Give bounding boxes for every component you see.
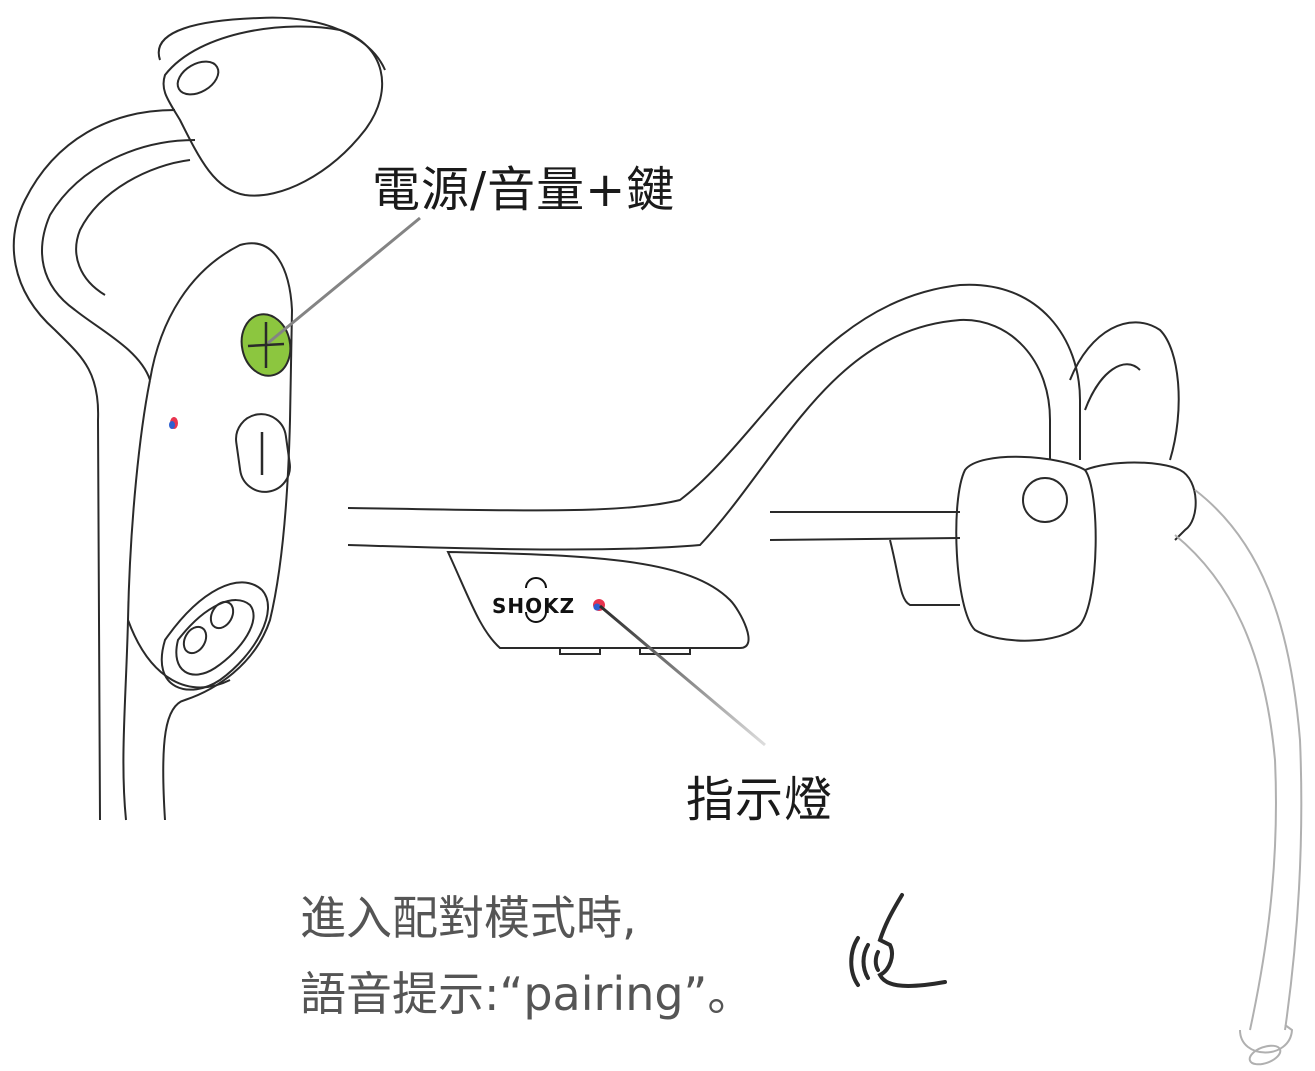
pairing-description: 進入配對模式時, 語音提示:“pairing”。 bbox=[300, 880, 753, 1032]
power-volume-plus-button bbox=[240, 313, 292, 377]
power-leader-line bbox=[267, 216, 421, 345]
power-volume-plus-label: 電源/音量+鍵 bbox=[372, 162, 676, 218]
description-line-1: 進入配對模式時, bbox=[300, 891, 637, 945]
indicator-leader-line bbox=[599, 604, 766, 747]
brand-logo: SHOKZ bbox=[492, 594, 576, 618]
voice-prompt-icon bbox=[849, 893, 947, 988]
right-headset bbox=[347, 283, 1197, 655]
indicator-label: 指示燈 bbox=[686, 772, 834, 828]
left-earpiece bbox=[12, 16, 386, 821]
microphone-boom bbox=[1174, 489, 1303, 1066]
description-line-2: 語音提示:“pairing”。 bbox=[300, 967, 754, 1021]
brand-logo-icon bbox=[525, 577, 547, 589]
